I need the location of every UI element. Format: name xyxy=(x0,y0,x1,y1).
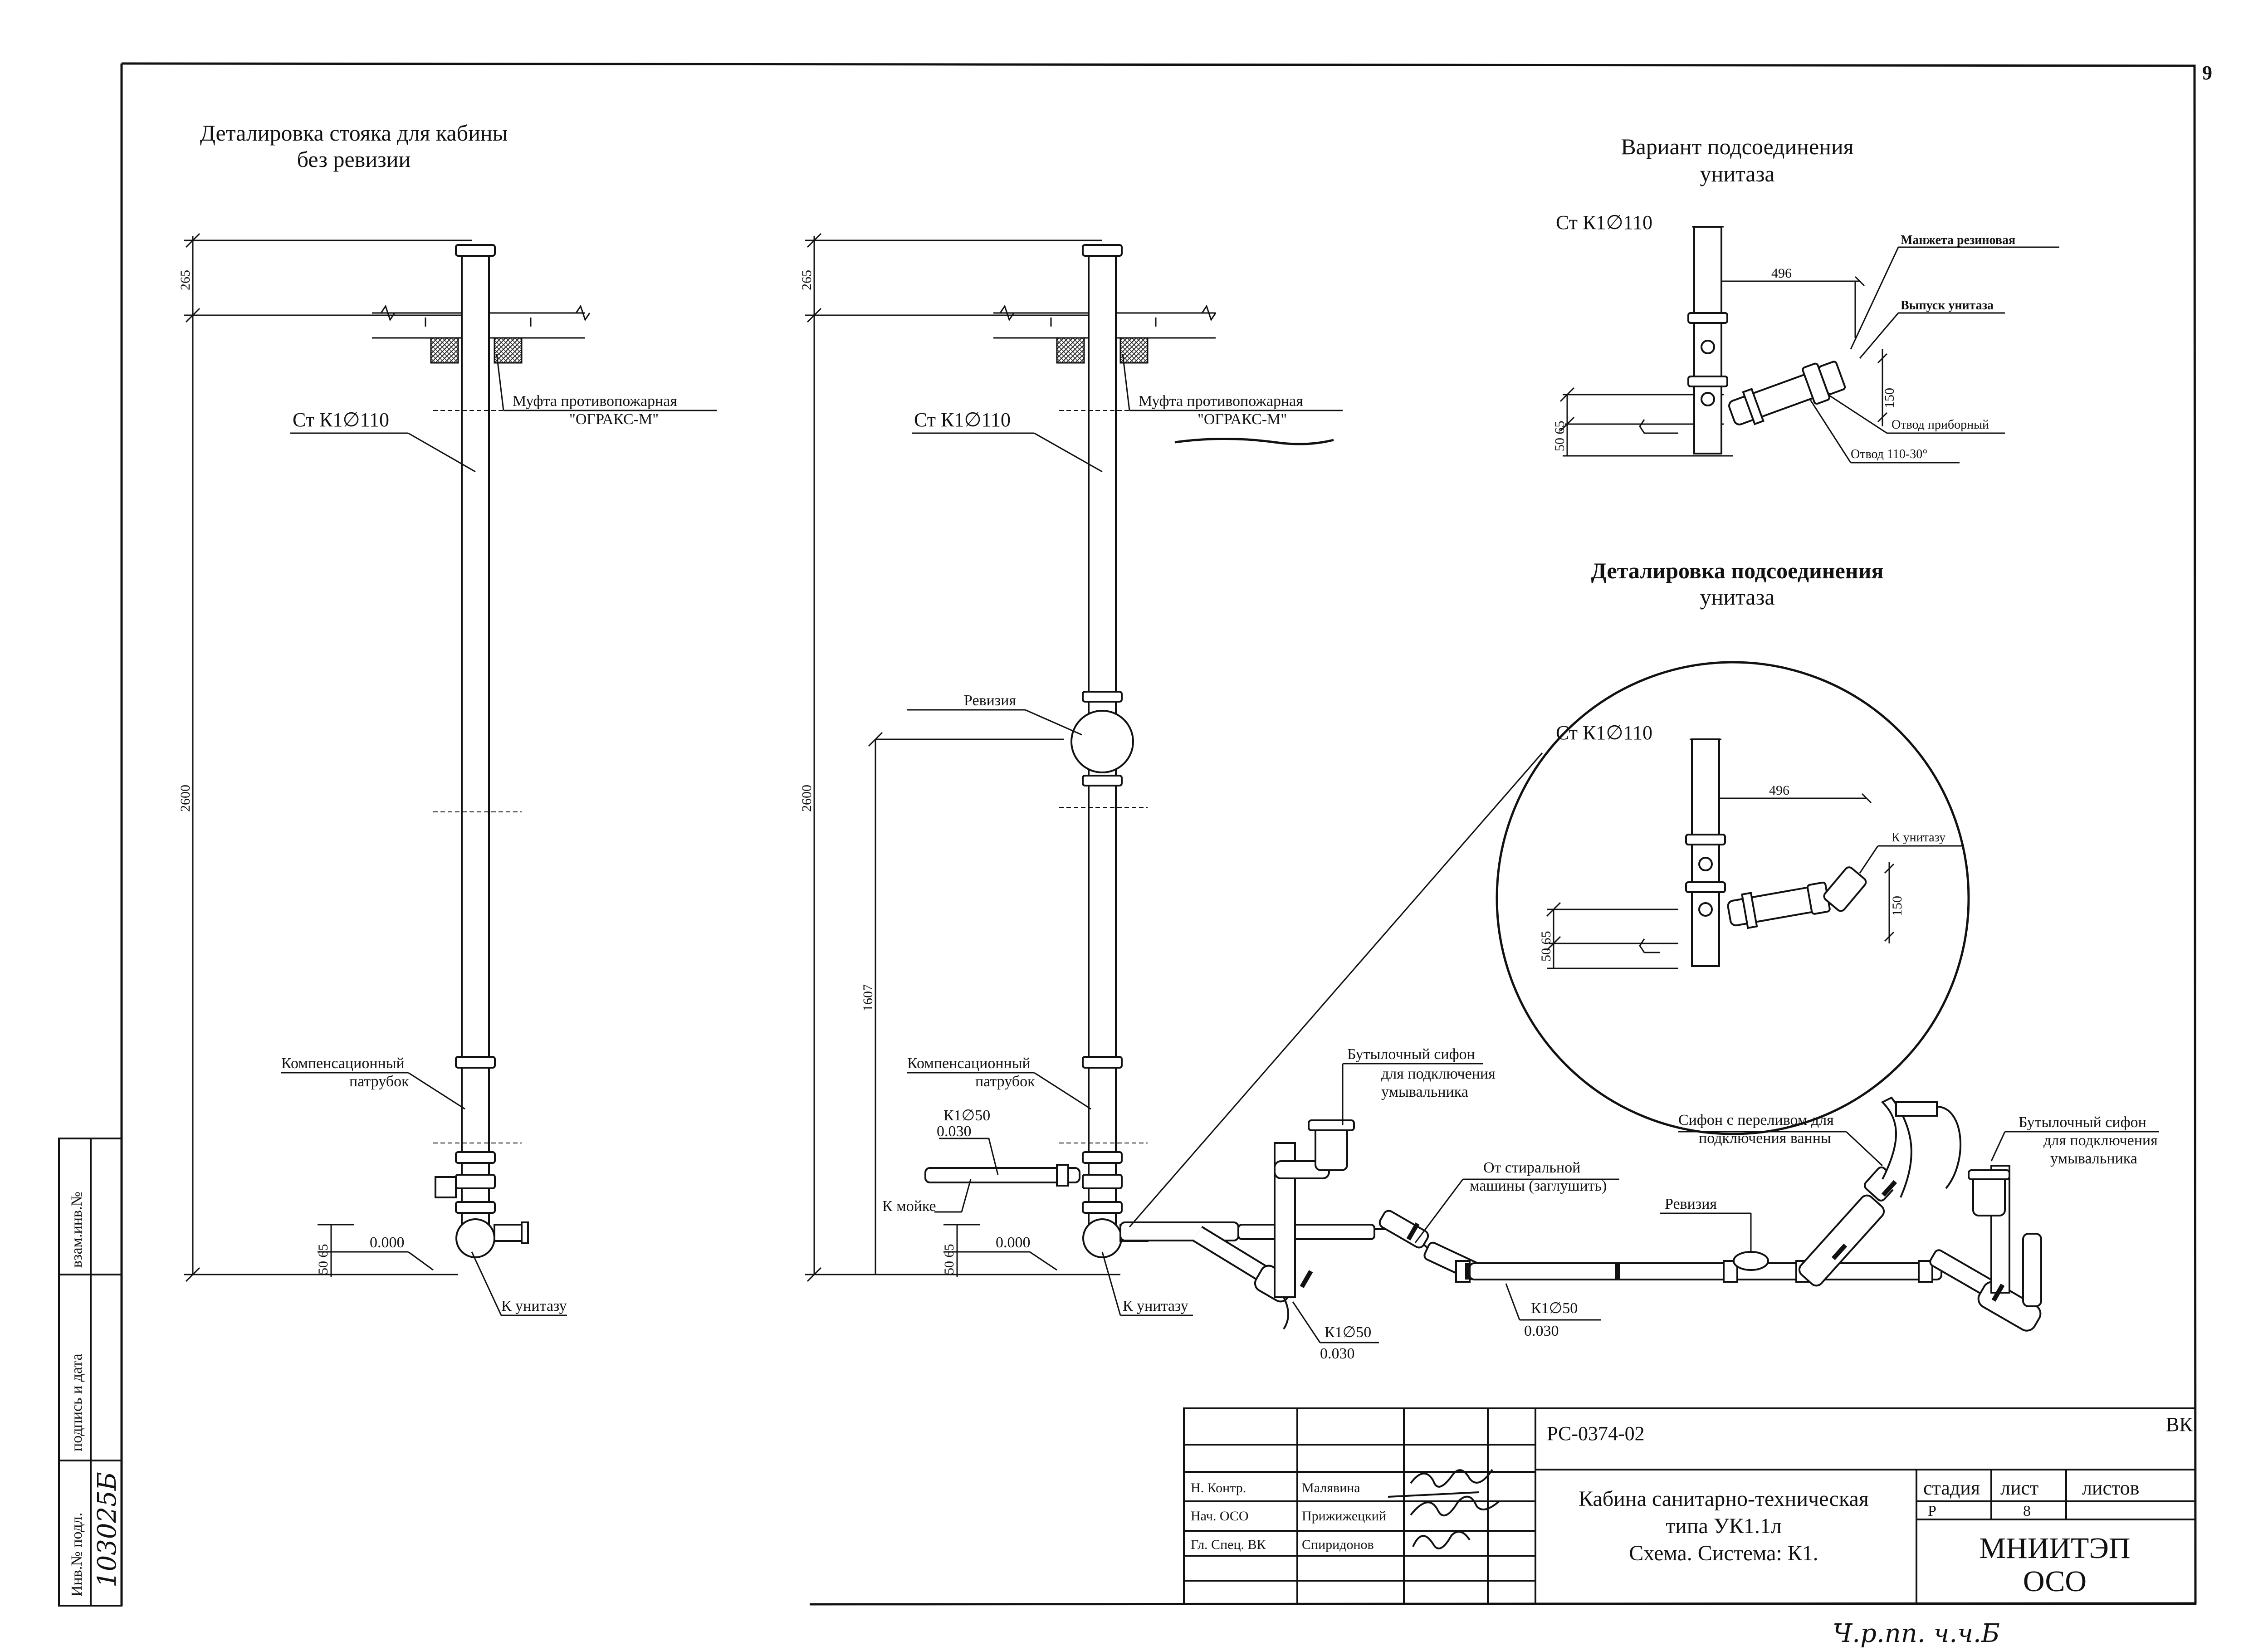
k50-label-line: К1∅50 xyxy=(1531,1300,1578,1317)
to-toilet-label-left: К унитазу xyxy=(501,1298,567,1314)
row-name-3: Спиридонов xyxy=(1302,1537,1374,1552)
variant-title-line2: унитаза xyxy=(1700,161,1774,186)
detail-callout-leader xyxy=(1129,752,1543,1227)
toilet-outlet-label: Выпуск унитаза xyxy=(1901,298,1994,313)
compensation-label-mid-1: Компенсационный xyxy=(907,1055,1031,1072)
fire-coupling-mid-b xyxy=(1119,337,1149,364)
stage-label: стадия xyxy=(1923,1477,1980,1499)
desc-line-2: типа УК1.1л xyxy=(1666,1514,1782,1538)
sheet-label: лист xyxy=(2000,1477,2038,1499)
revision-label-mid: Ревизия xyxy=(964,692,1016,709)
riser-label-detail: Ст К1∅110 xyxy=(1556,722,1652,744)
sheet-value: 8 xyxy=(2023,1503,2031,1519)
org-line-2: ОСО xyxy=(2023,1565,2087,1598)
to-toilet-label-mid: К унитазу xyxy=(1123,1298,1188,1314)
riser-label-variant: Ст К1∅110 xyxy=(1556,211,1652,234)
row-role-3: Гл. Спец. ВК xyxy=(1191,1537,1266,1552)
fire-coupling-label-mid-2: "ОГРАКС-М" xyxy=(1198,411,1287,428)
riser-label-mid: Ст К1∅110 xyxy=(914,409,1011,431)
bottle-siphon-label-2: для подключения xyxy=(1381,1065,1496,1082)
bottle-siphon-label-1: Бутылочный сифон xyxy=(1347,1046,1475,1063)
variant-detail: Вариант подсоединения унитаза xyxy=(1552,134,2059,464)
side-stamp-handwritten-no: 103025Б xyxy=(93,1472,122,1588)
dim-50-65-detail: 50 65 xyxy=(1539,931,1554,962)
dim-1607-mid: 1607 xyxy=(860,984,875,1011)
doc-code: РС-0374-02 xyxy=(1547,1422,1645,1445)
dim-150-variant: 150 xyxy=(1882,388,1897,408)
washing-machine-label-2: машины (заглушить) xyxy=(1470,1177,1607,1194)
fire-coupling-label-left-1: Муфта противопожарная xyxy=(513,393,677,410)
compensation-label-left-1: Компенсационный xyxy=(281,1055,405,1072)
k50-label-mid: К1∅50 xyxy=(943,1107,990,1124)
dim-496-variant: 496 xyxy=(1771,266,1792,281)
bottle-siphon-r-label-2: для подключения xyxy=(2043,1132,2158,1149)
row-name-2: Прижижецкий xyxy=(1302,1509,1386,1524)
row-role-2: Нач. ОСО xyxy=(1191,1509,1249,1524)
page-number: 9 xyxy=(2202,62,2212,84)
sheet-frame xyxy=(120,62,2197,1606)
k50-label-siphon: К1∅50 xyxy=(1325,1324,1371,1341)
bottle-siphon-r-label-1: Бутылочный сифон xyxy=(2019,1114,2146,1131)
bath-siphon-label-1: Сифон с переливом для xyxy=(1678,1112,1834,1128)
dim-496-detail: 496 xyxy=(1769,783,1789,798)
riser-detail-left: Деталировка стояка для кабины без ревизи… xyxy=(178,120,717,1316)
fire-coupling-left-a xyxy=(430,337,459,364)
dim-265-left: 265 xyxy=(178,270,193,290)
title-block xyxy=(1183,1407,2196,1605)
side-stamp-vzam-label: взам.инв.№ xyxy=(68,1192,85,1268)
slope-label-mid: 0.030 xyxy=(937,1123,972,1140)
fire-coupling-label-left-2: "ОГРАКС-М" xyxy=(569,411,659,428)
revision-label-line: Ревизия xyxy=(1665,1196,1717,1212)
dim-150-detail: 150 xyxy=(1890,896,1905,916)
dim-2600-left: 2600 xyxy=(178,785,193,812)
slope-label-siphon: 0.030 xyxy=(1320,1345,1355,1362)
side-stamp-sign-label: подпись и дата xyxy=(68,1353,85,1451)
detail-title-line1: Деталировка подсоединения xyxy=(1591,558,1884,583)
detail-title-line2: унитаза xyxy=(1700,584,1774,610)
rubber-cuff-label: Манжета резиновая xyxy=(1901,233,2015,247)
slope-label-line: 0.030 xyxy=(1524,1323,1559,1339)
dim-50-65-left: 50 65 xyxy=(316,1244,331,1275)
fire-coupling-label-mid-1: Муфта противопожарная xyxy=(1139,393,1303,410)
compensation-label-left-2: патрубок xyxy=(349,1073,409,1090)
washing-machine-label-1: От стиральной xyxy=(1483,1159,1580,1176)
dim-2600-mid: 2600 xyxy=(799,785,814,812)
fire-coupling-mid-a xyxy=(1056,337,1085,364)
desc-line-3: Схема. Система: К1. xyxy=(1629,1541,1818,1565)
bend-110-30-label: Отвод 110-30° xyxy=(1851,447,1927,461)
section-code: ВК xyxy=(2166,1413,2193,1436)
bottle-siphon-label-3: умывальника xyxy=(1381,1084,1468,1100)
to-toilet-label-detail: К унитазу xyxy=(1892,830,1945,845)
side-stamp-inv-label: Инв.№ подл. xyxy=(68,1513,85,1597)
sheets-label: листов xyxy=(2082,1477,2139,1499)
dim-265-mid: 265 xyxy=(799,270,814,290)
drain-line: Бутылочный сифон для подключения умываль… xyxy=(1119,1046,2159,1362)
to-sink-label: К мойке xyxy=(882,1198,936,1215)
variant-title-line1: Вариант подсоединения xyxy=(1621,134,1853,159)
org-line-1: МНИИТЭП xyxy=(1979,1532,2130,1565)
dim-50-65-variant: 50 65 xyxy=(1552,421,1567,452)
left-title-line1: Деталировка стояка для кабины xyxy=(200,120,508,146)
detail-callout-circle xyxy=(1496,661,1970,1135)
row-name-1: Малявина xyxy=(1302,1480,1360,1495)
handwritten-note: Ч.р.пп. ч.ч.Б xyxy=(1833,1619,2000,1648)
toilet-connection-detail: Деталировка подсоединения унитаза xyxy=(1129,558,1970,1227)
side-stamp xyxy=(58,1138,122,1607)
desc-line-1: Кабина санитарно-техническая xyxy=(1579,1487,1869,1511)
stage-value: Р xyxy=(1928,1503,1936,1519)
level-label-left: 0.000 xyxy=(370,1234,405,1251)
bottle-siphon-r-label-3: умывальника xyxy=(2050,1150,2137,1167)
riser-label-left: Ст К1∅110 xyxy=(293,409,389,431)
device-bend-label: Отвод приборный xyxy=(1892,418,1989,432)
left-title-line2: без ревизии xyxy=(297,147,411,172)
dim-50-65-mid: 50 65 xyxy=(942,1244,957,1275)
fire-coupling-left-b xyxy=(494,337,523,364)
level-label-mid: 0.000 xyxy=(996,1234,1031,1251)
signatures xyxy=(1388,1469,1500,1549)
riser-detail-middle: 265 2600 1607 xyxy=(799,233,1343,1316)
row-role-1: Н. Контр. xyxy=(1191,1480,1246,1495)
compensation-label-mid-2: патрубок xyxy=(975,1073,1035,1090)
